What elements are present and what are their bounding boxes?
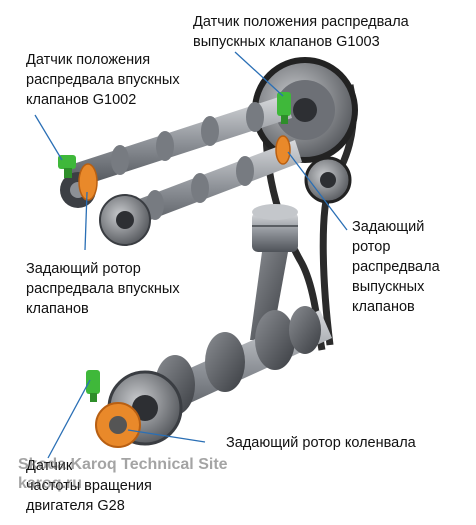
belt-idler-pulley xyxy=(304,156,352,204)
label-intake-rotor: Задающий ротор распредвала впускных клап… xyxy=(26,261,180,317)
label-exhaust-cam-sensor: Датчик положения распредвала выпускных к… xyxy=(193,14,409,50)
crank-trigger-rotor xyxy=(95,402,141,448)
exhaust-trigger-rotor xyxy=(275,135,291,165)
intake-camshaft xyxy=(70,95,292,188)
piston xyxy=(252,204,298,252)
leader-exhaust-sensor xyxy=(234,51,284,97)
exhaust-camshaft xyxy=(110,140,302,233)
exhaust-cam-sensor xyxy=(277,92,291,124)
intake-cam-sensor xyxy=(58,155,76,178)
connecting-rod xyxy=(250,252,288,340)
label-crank-rotor: Задающий ротор коленвала xyxy=(226,435,416,451)
watermark: Skoda Karoq Technical Site karoq.ru xyxy=(18,456,228,492)
leader-crank-rotor xyxy=(127,429,206,443)
intake-cam-gear xyxy=(99,194,151,246)
leader-speed-sensor xyxy=(47,379,91,459)
leader-exhaust-rotor xyxy=(287,151,348,231)
engine-speed-sensor xyxy=(86,370,100,402)
leader-intake-rotor xyxy=(84,191,88,251)
label-intake-cam-sensor: Датчик положения распредвала впускных кл… xyxy=(26,52,180,108)
leader-lines xyxy=(34,51,348,459)
label-exhaust-rotor: Задающий ротор распредвала выпускных кла… xyxy=(352,219,440,315)
intake-trigger-rotor xyxy=(78,163,98,201)
label-engine-speed-sensor: Датчик частоты вращения двигателя G28 xyxy=(26,458,152,514)
leader-intake-sensor xyxy=(34,114,63,161)
